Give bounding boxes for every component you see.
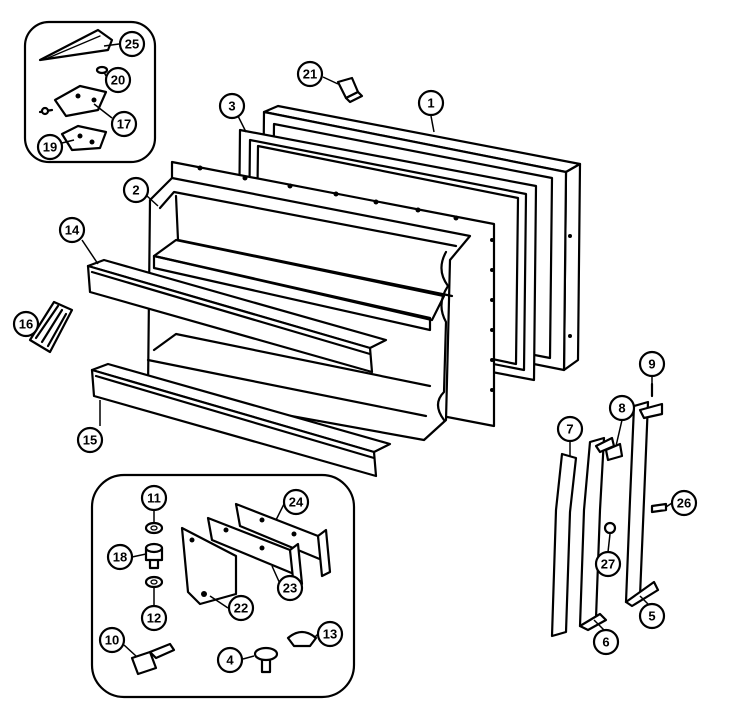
callout-16: 16 xyxy=(12,310,40,338)
strap-part-6 xyxy=(578,436,606,628)
callout-26: 26 xyxy=(670,489,698,517)
callout-17: 17 xyxy=(110,110,138,138)
callout-label: 13 xyxy=(323,627,337,642)
callout-1: 1 xyxy=(417,89,445,117)
callout-label: 20 xyxy=(111,73,125,88)
bracket-part-22 xyxy=(180,526,238,606)
callout-label: 22 xyxy=(234,601,248,616)
leader-lines xyxy=(33,43,673,660)
callout-18: 18 xyxy=(106,543,134,571)
inset-top-left xyxy=(23,20,157,164)
callout-13: 13 xyxy=(316,620,344,648)
inset-bottom-left xyxy=(90,473,356,699)
callout-5: 5 xyxy=(638,602,666,630)
callout-label: 1 xyxy=(427,96,434,111)
callout-label: 9 xyxy=(648,357,655,372)
callout-label: 19 xyxy=(43,140,57,155)
callout-label: 12 xyxy=(147,611,161,626)
callout-label: 26 xyxy=(677,496,691,511)
strap-part-7 xyxy=(550,452,578,638)
callout-25: 25 xyxy=(118,30,146,58)
hinge-straps xyxy=(550,382,668,638)
callout-label: 11 xyxy=(147,491,161,506)
callout-label: 18 xyxy=(113,550,127,565)
callout-label: 4 xyxy=(226,653,234,668)
lower-door-shelf-bar xyxy=(90,362,392,478)
callout-14: 14 xyxy=(58,216,86,244)
callout-label: 6 xyxy=(602,635,609,650)
callout-label: 17 xyxy=(117,117,131,132)
callout-24: 24 xyxy=(282,488,310,516)
callout-label: 5 xyxy=(648,609,655,624)
callout-3: 3 xyxy=(218,92,246,120)
screw-part-26 xyxy=(650,502,668,514)
callout-27: 27 xyxy=(594,550,622,578)
bracket-part-10 xyxy=(130,650,158,676)
callout-21: 21 xyxy=(296,60,324,88)
callout-label: 8 xyxy=(618,401,625,416)
callout-4: 4 xyxy=(216,646,244,674)
callout-23: 23 xyxy=(276,574,304,602)
clip-part-8 xyxy=(604,442,624,462)
hinge-plate-part xyxy=(60,124,108,152)
wedge-cover-part xyxy=(38,28,114,62)
callout-label: 23 xyxy=(283,581,297,596)
callout-label: 3 xyxy=(228,99,235,114)
callout-label: 15 xyxy=(83,433,97,448)
callout-label: 14 xyxy=(65,223,80,238)
callout-22: 22 xyxy=(227,594,255,622)
callout-15: 15 xyxy=(76,426,104,454)
clip-bracket-part xyxy=(28,300,74,354)
callout-label: 27 xyxy=(601,557,615,572)
upper-door-shelf-bar xyxy=(86,258,388,374)
callout-label: 2 xyxy=(132,183,139,198)
inner-door-liner xyxy=(146,160,496,442)
callout-label: 7 xyxy=(566,422,573,437)
plug-part xyxy=(336,76,364,104)
callout-12: 12 xyxy=(140,604,168,632)
callout-6: 6 xyxy=(592,628,620,656)
small-screw-part xyxy=(95,65,109,75)
callout-20: 20 xyxy=(104,66,132,94)
callout-9: 9 xyxy=(638,350,666,378)
strap-part-5 xyxy=(624,400,650,604)
callout-19: 19 xyxy=(36,133,64,161)
callout-label: 25 xyxy=(125,37,139,52)
callout-2: 2 xyxy=(122,176,150,204)
callout-label: 21 xyxy=(303,67,317,82)
nut-part-27 xyxy=(603,521,617,535)
upper-bracket-part xyxy=(53,84,108,118)
callout-11: 11 xyxy=(140,484,168,512)
callout-label: 24 xyxy=(289,495,304,510)
callout-label: 10 xyxy=(105,633,119,648)
callout-8: 8 xyxy=(608,394,636,422)
callout-7: 7 xyxy=(556,415,584,443)
callout-10: 10 xyxy=(98,626,126,654)
callout-label: 16 xyxy=(19,317,33,332)
